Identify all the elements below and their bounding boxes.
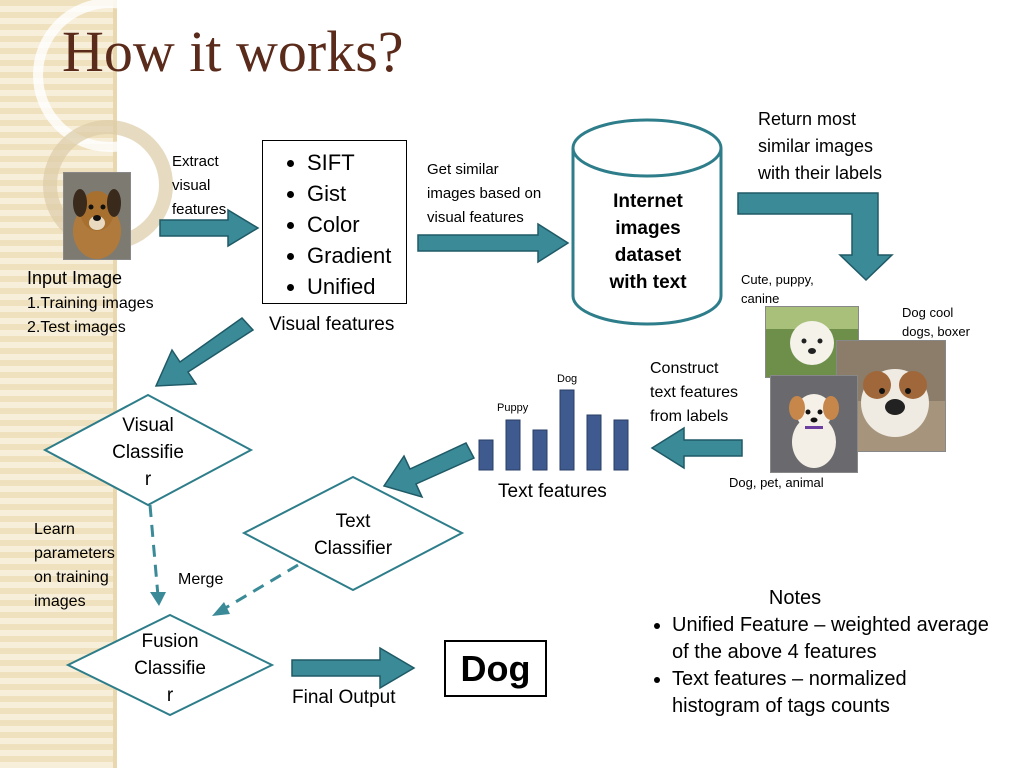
- extract-label: Extract visual features: [172, 150, 226, 222]
- feature-item: SIFT: [307, 147, 406, 178]
- dataset-label-line: dataset: [614, 245, 682, 266]
- arrow-get-similar: [417, 222, 570, 264]
- arrow-final-output: [291, 646, 416, 690]
- input-item-test: 2.Test images: [27, 319, 126, 336]
- histogram-caption: Text features: [498, 481, 607, 502]
- construct-label-line: text features: [650, 384, 739, 401]
- arrow-extract: [159, 208, 260, 248]
- feature-item: Gradient: [307, 240, 406, 271]
- return-label-line: similar images: [758, 136, 874, 156]
- notes-title: Notes: [768, 587, 822, 609]
- tag-line: dogs, boxer: [902, 324, 970, 339]
- histogram-bar: [505, 419, 521, 471]
- visual-classifier-line: r: [144, 469, 152, 490]
- tag-line: canine: [741, 291, 780, 306]
- arrow-construct: [650, 426, 743, 470]
- return-label-line: with their labels: [758, 163, 883, 183]
- extract-label-line: features: [172, 201, 227, 218]
- dataset-label-line: images: [615, 218, 681, 239]
- construct-label-line: Construct: [650, 360, 719, 377]
- arrow-to-visual-classifier: [154, 317, 255, 387]
- extract-label-line: Extract: [172, 153, 219, 170]
- fusion-classifier-line: Fusion: [141, 631, 199, 652]
- visual-classifier-line: Classifie: [112, 442, 184, 463]
- histogram-label-puppy: Puppy: [497, 402, 529, 414]
- fusion-classifier-line: r: [166, 685, 174, 706]
- histogram-bar: [586, 414, 602, 471]
- tag-label-2: Dog cool dogs, boxer: [902, 303, 970, 341]
- final-output-label: Final Output: [292, 687, 396, 708]
- learn-label-line: Learn: [34, 521, 75, 538]
- get-similar-line: Get similar: [427, 161, 499, 178]
- dataset-label-line: Internet: [613, 191, 683, 212]
- merge-label: Merge: [178, 571, 224, 588]
- tag-line: Cute, puppy,: [741, 272, 814, 287]
- text-classifier-label: Text Classifier: [293, 508, 413, 562]
- feature-item: Unified: [307, 271, 406, 302]
- visual-classifier-line: Visual: [122, 415, 174, 436]
- dataset-cylinder: [571, 118, 723, 326]
- note-item: Text features – normalized histogram of …: [672, 666, 1020, 720]
- output-box: Dog: [444, 640, 547, 697]
- features-box: SIFT Gist Color Gradient Unified: [262, 140, 407, 304]
- learn-label-line: parameters: [34, 545, 115, 562]
- extract-label-line: visual: [172, 177, 211, 194]
- notes-list: Unified Feature – weighted average of th…: [640, 612, 1020, 720]
- learn-label-line: on training: [34, 569, 109, 586]
- tag-line: Dog cool: [902, 305, 954, 320]
- visual-classifier-diamond: [42, 393, 254, 507]
- tag-label-1: Cute, puppy, canine: [741, 270, 814, 308]
- note-line: histogram of tags counts: [672, 695, 890, 717]
- arrow-to-text-classifier: [382, 442, 476, 499]
- arrow-return: [737, 192, 894, 282]
- visual-classifier-label: Visual Classifie r: [88, 412, 208, 493]
- input-dog-image: [63, 172, 131, 260]
- note-item: Unified Feature – weighted average of th…: [672, 612, 1020, 666]
- fusion-classifier-label: Fusion Classifie r: [110, 628, 230, 709]
- histogram-chart: [478, 389, 629, 471]
- get-similar-line: visual features: [427, 209, 524, 226]
- feature-item: Gist: [307, 178, 406, 209]
- fusion-classifier-line: Classifie: [134, 658, 206, 679]
- tag-label-3: Dog, pet, animal: [729, 475, 824, 490]
- text-classifier-line: Text: [335, 511, 371, 532]
- return-label-line: Return most: [758, 109, 857, 129]
- return-label: Return most similar images with their la…: [758, 106, 882, 187]
- histogram-bar: [559, 389, 575, 471]
- background-stripe-edge: [113, 0, 117, 768]
- histogram-bar: [613, 419, 629, 471]
- histogram-bar: [532, 429, 548, 471]
- slide-title: How it works?: [62, 19, 404, 84]
- text-classifier-line: Classifier: [313, 538, 393, 559]
- fusion-classifier-diamond: [65, 613, 275, 717]
- features-caption: Visual features: [269, 314, 395, 335]
- get-similar-label: Get similar images based on visual featu…: [427, 158, 541, 230]
- learn-label: Learn parameters on training images: [34, 518, 115, 614]
- construct-label: Construct text features from labels: [650, 357, 738, 429]
- feature-item: Color: [307, 209, 406, 240]
- dataset-label-line: with text: [609, 272, 687, 293]
- dataset-label: Internet images dataset with text: [575, 188, 721, 296]
- input-image-title: Input Image: [27, 268, 123, 288]
- similar-image-puppy: [770, 375, 858, 473]
- histogram-label-dog: Dog: [557, 373, 578, 385]
- get-similar-line: images based on: [427, 185, 542, 202]
- input-item-training: 1.Training images: [27, 295, 154, 312]
- construct-label-line: from labels: [650, 408, 729, 425]
- learn-label-line: images: [34, 593, 86, 610]
- note-line: of the above 4 features: [672, 641, 877, 663]
- text-classifier-diamond: [241, 475, 465, 592]
- histogram-bar: [478, 439, 494, 471]
- note-line: Unified Feature – weighted average: [672, 614, 989, 636]
- note-line: Text features – normalized: [672, 668, 907, 690]
